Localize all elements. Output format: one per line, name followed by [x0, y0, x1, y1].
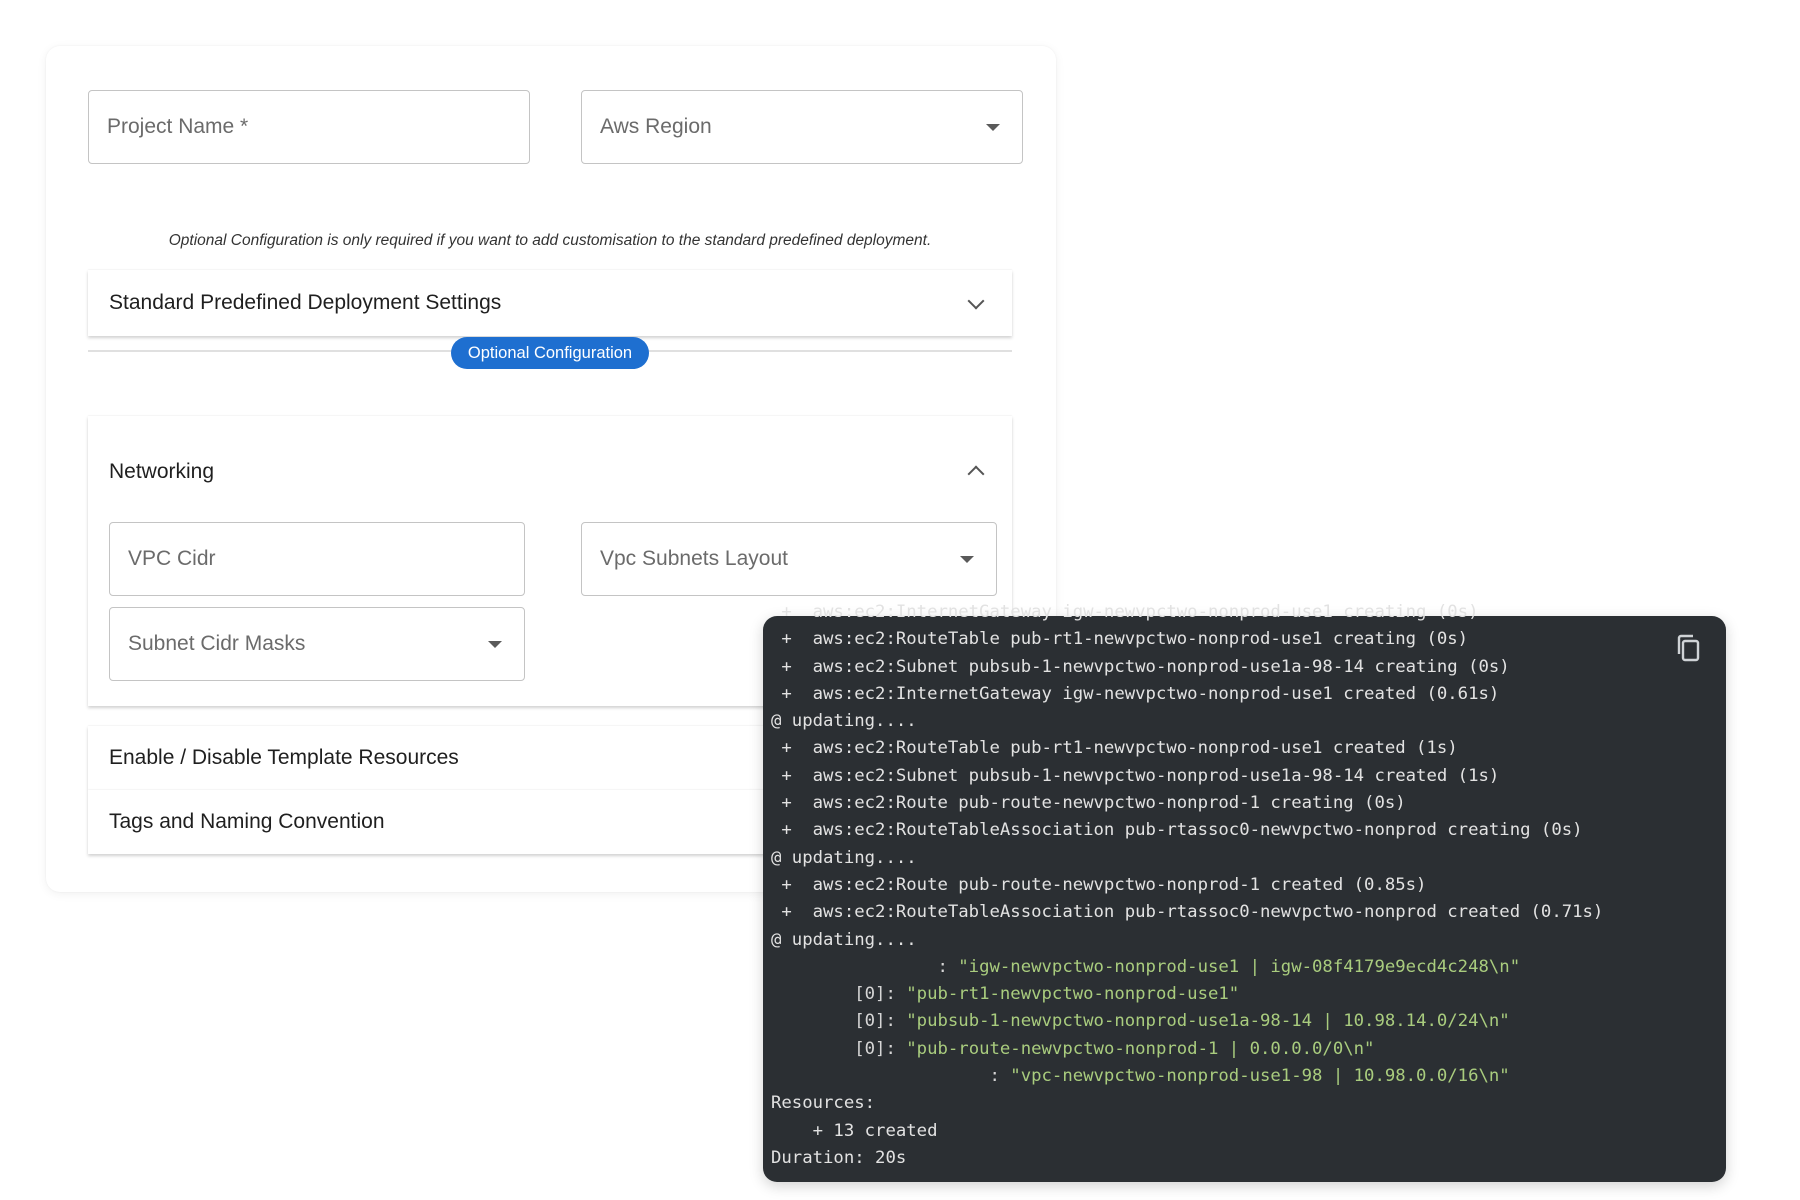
terminal-line: + aws:ec2:Route pub-route-newvpctwo-nonp… [771, 874, 1427, 895]
subnet-cidr-masks-placeholder: Subnet Cidr Masks [128, 632, 306, 655]
chevron-down-icon[interactable] [967, 292, 985, 310]
terminal-line: + aws:ec2:RouteTableAssociation pub-rtas… [771, 820, 1583, 841]
caret-down-icon [960, 556, 974, 563]
terminal-line: + aws:ec2:InternetGateway igw-newvpctwo-… [771, 602, 1479, 622]
tags-naming-title: Tags and Naming Convention [109, 810, 385, 833]
terminal-key: [0]: [771, 1038, 907, 1059]
terminal-line: + aws:ec2:Subnet pubsub-1-newvpctwo-nonp… [771, 765, 1500, 786]
project-name-input[interactable]: Project Name * [88, 90, 530, 164]
deployment-form-card: Project Name * Aws Region Optional Confi… [46, 46, 1056, 892]
standard-settings-title: Standard Predefined Deployment Settings [109, 291, 502, 314]
terminal-value: "pub-rt1-newvpctwo-nonprod-use1" [906, 984, 1240, 1005]
optional-configuration-pill: Optional Configuration [451, 337, 649, 369]
terminal-line: : "vpc-newvpctwo-nonprod-use1-98 | 10.98… [771, 1063, 1603, 1090]
vpc-subnets-layout-placeholder: Vpc Subnets Layout [600, 547, 788, 570]
caret-down-icon [986, 124, 1000, 131]
terminal-line: @ updating.... [771, 929, 917, 950]
terminal-line: [0]: "pub-rt1-newvpctwo-nonprod-use1" [771, 981, 1603, 1008]
standard-settings-accordion[interactable]: Standard Predefined Deployment Settings [88, 270, 1012, 336]
aws-region-placeholder: Aws Region [600, 115, 712, 138]
terminal-line: @ updating.... [771, 847, 917, 868]
enable-disable-title: Enable / Disable Template Resources [109, 746, 459, 769]
terminal-line: + aws:ec2:Route pub-route-newvpctwo-nonp… [771, 793, 1406, 814]
terminal-key: : [771, 1066, 1011, 1087]
terminal-line: + aws:ec2:RouteTableAssociation pub-rtas… [771, 902, 1604, 923]
project-name-placeholder: Project Name * [107, 115, 249, 138]
terminal-line: + aws:ec2:InternetGateway igw-newvpctwo-… [771, 683, 1500, 704]
terminal-line: [0]: "pubsub-1-newvpctwo-nonprod-use1a-9… [771, 1008, 1603, 1035]
terminal-lines: + aws:ec2:InternetGateway igw-newvpctwo-… [771, 599, 1603, 1172]
terminal-value: "pub-route-newvpctwo-nonprod-1 | 0.0.0.0… [906, 1038, 1375, 1059]
terminal-key: [0]: [771, 1011, 907, 1032]
terminal-line: + aws:ec2:Subnet pubsub-1-newvpctwo-nonp… [771, 656, 1510, 677]
copy-icon[interactable] [1674, 632, 1704, 664]
terminal-line: Duration: 20s [771, 1147, 907, 1168]
vpc-cidr-input[interactable]: VPC Cidr [109, 522, 525, 596]
terminal-line: [0]: "pub-route-newvpctwo-nonprod-1 | 0.… [771, 1036, 1603, 1063]
aws-region-select[interactable]: Aws Region [581, 90, 1023, 164]
caret-down-icon [488, 641, 502, 648]
terminal-line: + aws:ec2:RouteTable pub-rt1-newvpctwo-n… [771, 738, 1458, 759]
terminal-line: + 13 created [771, 1120, 938, 1141]
terminal-line: @ updating.... [771, 711, 917, 732]
terminal-value: "igw-newvpctwo-nonprod-use1 | igw-08f417… [958, 956, 1521, 977]
subnet-cidr-masks-select[interactable]: Subnet Cidr Masks [109, 607, 525, 681]
networking-title: Networking [109, 460, 215, 483]
terminal-value: "pubsub-1-newvpctwo-nonprod-use1a-98-14 … [906, 1011, 1510, 1032]
terminal-line: : "igw-newvpctwo-nonprod-use1 | igw-08f4… [771, 954, 1603, 981]
chevron-up-icon[interactable] [967, 465, 985, 483]
copy-icon-graphic [1677, 634, 1700, 662]
terminal-value: "vpc-newvpctwo-nonprod-use1-98 | 10.98.0… [1010, 1066, 1510, 1087]
terminal-output: + aws:ec2:InternetGateway igw-newvpctwo-… [763, 602, 1726, 1182]
terminal-line: Resources: [771, 1093, 876, 1114]
vpc-cidr-placeholder: VPC Cidr [128, 547, 216, 570]
terminal-key: [0]: [771, 984, 907, 1005]
terminal-key: : [771, 956, 959, 977]
terminal-line: + aws:ec2:RouteTable pub-rt1-newvpctwo-n… [771, 629, 1469, 650]
vpc-subnets-layout-select[interactable]: Vpc Subnets Layout [581, 522, 997, 596]
optional-config-note: Optional Configuration is only required … [168, 232, 932, 249]
